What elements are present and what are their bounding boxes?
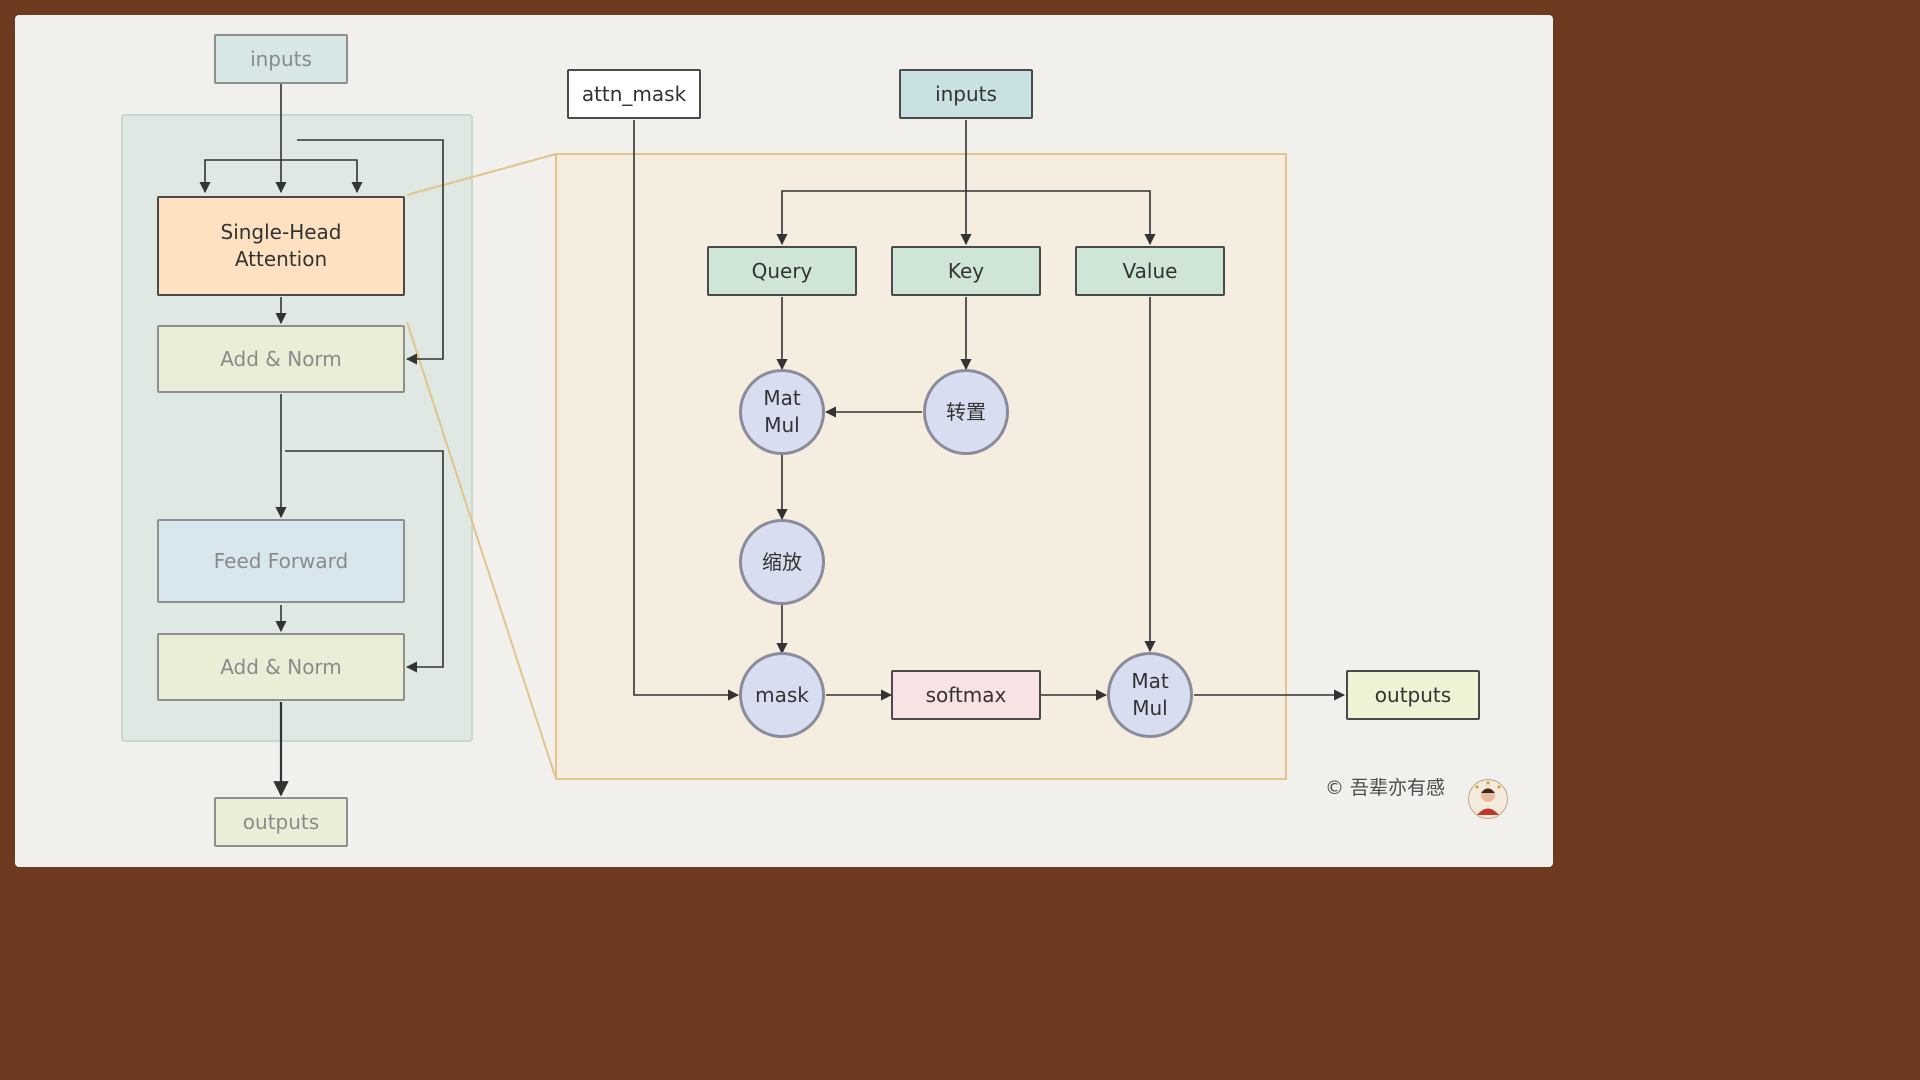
mask-circle: mask [739, 652, 825, 738]
encoder-outputs-box: outputs [214, 797, 348, 847]
transpose-circle: 转置 [923, 369, 1009, 455]
zoom-connector-lines [406, 153, 557, 780]
attention-inputs-box: inputs [899, 69, 1033, 119]
single-head-attention-block: Single-Head Attention [157, 196, 405, 296]
encoder-arrows [199, 84, 444, 797]
softmax-box: softmax [891, 670, 1041, 720]
attention-arrows [633, 120, 1346, 701]
attention-outputs-box: outputs [1346, 670, 1480, 720]
matmul-circle-2: Mat Mul [1107, 652, 1193, 738]
value-box: Value [1075, 246, 1225, 296]
copyright-text: © 吾辈亦有感 [1325, 777, 1446, 799]
attn-mask-box: attn_mask [567, 69, 701, 119]
scale-circle: 缩放 [739, 519, 825, 605]
add-norm-box-1: Add & Norm [157, 325, 405, 393]
encoder-inputs-box: inputs [214, 34, 348, 84]
query-box: Query [707, 246, 857, 296]
add-norm-box-2: Add & Norm [157, 633, 405, 701]
feed-forward-box: Feed Forward [157, 519, 405, 603]
key-box: Key [891, 246, 1041, 296]
author-avatar [1468, 779, 1508, 819]
matmul-circle-1: Mat Mul [739, 369, 825, 455]
avatar-icon [1475, 781, 1501, 815]
diagram-canvas: inputs Single-Head Attention Add & Norm … [15, 15, 1553, 867]
